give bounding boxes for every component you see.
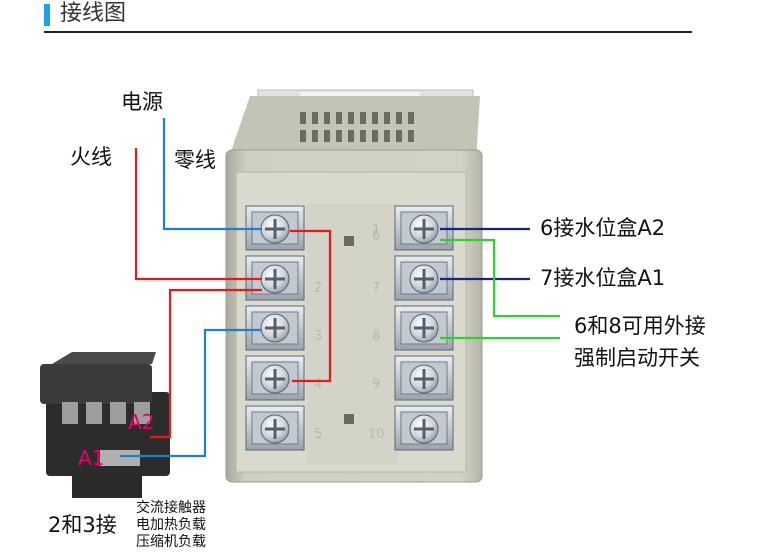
title-accent-bar [44,4,50,26]
live-wire-label: 火线 [70,145,112,169]
contactor-desc-line2: 电加热负载 [136,517,206,533]
switch-label-line2: 强制启动开关 [574,346,700,370]
wire-terminal3-contactor-a1 [120,328,262,458]
page-title: 接线图 [60,1,127,26]
contactor [40,352,170,498]
svg-text:3: 3 [314,329,322,344]
terminals-2-3-label: 2和3接 [48,513,117,537]
live-wire [134,148,262,281]
switch-label-line1: 6和8可用外接 [574,314,706,338]
vent-slots [300,112,414,142]
power-label: 电源 [121,90,163,114]
marker-square-top [344,236,354,246]
terminal-6-label: 6接水位盒A2 [540,216,666,240]
wire-terminal2-contactor-a2 [150,288,262,439]
terminal-9 [394,355,454,401]
svg-text:7: 7 [372,281,380,296]
svg-text:6: 6 [372,229,380,244]
contactor-a1-label: A1 [78,446,105,470]
terminal-3 [245,305,305,351]
terminal-blocks [245,205,454,451]
terminal-1-number: 1 [372,223,381,238]
terminal-10 [394,405,454,451]
svg-text:8: 8 [372,329,380,344]
svg-text:5: 5 [314,427,322,442]
title-divider [44,31,692,33]
terminal-7-label: 7接水位盒A1 [540,266,666,290]
terminal-5 [245,405,305,451]
terminal-4 [245,355,305,401]
svg-text:10: 10 [368,427,385,442]
neutral-wire-label: 零线 [174,148,216,172]
switch-wire-terminal6 [440,238,560,318]
svg-text:9: 9 [372,377,380,392]
section-header: 接线图 [44,0,694,34]
wire-terminal1-terminal4 [290,229,332,383]
svg-text:2: 2 [314,281,322,296]
contactor-desc-line3: 压缩机负载 [136,534,206,550]
contactor-desc-line1: 交流接触器 [136,500,206,516]
marker-square-bottom [344,414,354,424]
contactor-a2-label: A2 [128,410,155,434]
engraved-numbers: 2 3 4 5 6 7 8 9 10 [314,229,385,442]
neutral-wire [162,118,262,231]
wires [120,118,560,458]
svg-text:4: 4 [314,377,322,392]
terminal-8 [394,305,454,351]
